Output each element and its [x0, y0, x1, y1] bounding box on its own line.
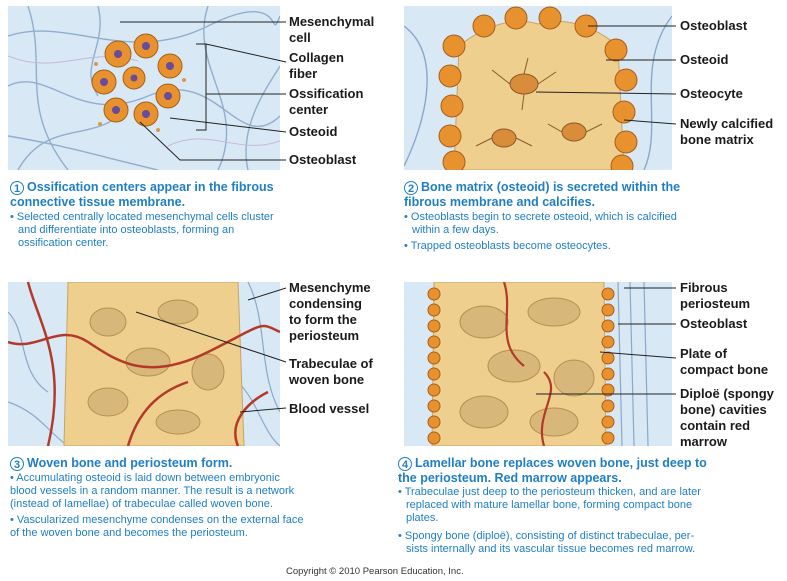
label-blood-vessel: Blood vessel	[289, 401, 369, 417]
caption-bullet-4a: • Trabeculae just deep to the periosteum…	[398, 486, 701, 525]
caption-bullet-3b: • Vascularized mesenchyme condenses on t…	[10, 514, 303, 540]
label-osteoid-2: Osteoid	[680, 52, 728, 68]
step-number-4: 4	[398, 457, 412, 471]
step-number-1: 1	[10, 181, 24, 195]
label-osteoblast-4: Osteoblast	[680, 316, 747, 332]
label-osteoblast-2: Osteoblast	[680, 18, 747, 34]
label-osteocyte: Osteocyte	[680, 86, 743, 102]
caption-bullet-1a: • Selected centrally located mesenchymal…	[10, 211, 274, 250]
step-number-3: 3	[10, 457, 24, 471]
copyright-notice: Copyright © 2010 Pearson Education, Inc.	[286, 566, 464, 577]
caption-bullet-4b: • Spongy bone (diploë), consisting of di…	[398, 530, 695, 556]
caption-bullet-3a: • Accumulating osteoid is laid down betw…	[10, 472, 294, 511]
caption-bullet-2b: • Trapped osteoblasts become osteocytes.	[404, 240, 611, 253]
step-number-2: 2	[404, 181, 418, 195]
caption-bullet-2a: • Osteoblasts begin to secrete osteoid, …	[404, 211, 677, 237]
label-osteoblast-1: Osteoblast	[289, 152, 356, 168]
label-osteoid-1: Osteoid	[289, 124, 337, 140]
